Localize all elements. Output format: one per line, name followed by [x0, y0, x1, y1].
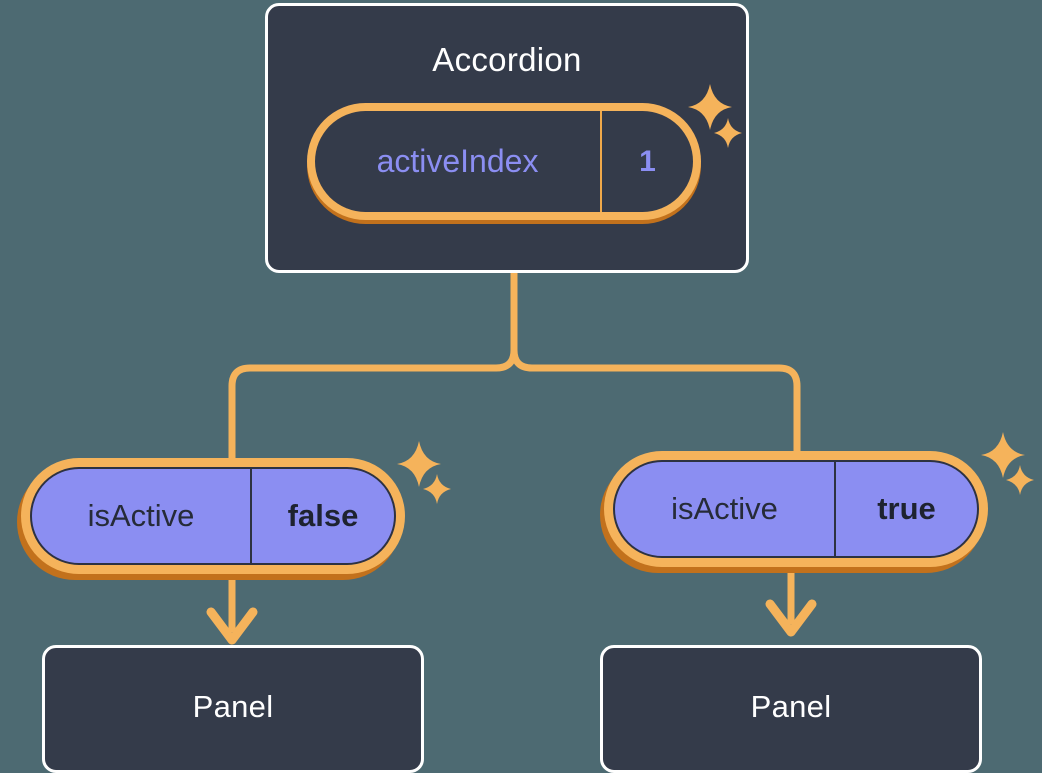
- sparkle-small-icon: [714, 118, 742, 148]
- arrow-down-head-icon: [206, 607, 258, 645]
- state-key: activeIndex: [376, 143, 539, 179]
- state-key: isActive: [671, 491, 778, 526]
- sparkle-icon: [981, 432, 1025, 478]
- component-node-panel-left[interactable]: Panel: [42, 645, 424, 773]
- sparkle-small-icon: [423, 474, 451, 504]
- sparkle-icon: [397, 441, 441, 487]
- component-title: Panel: [192, 689, 274, 724]
- pill-body: activeIndex 1: [315, 111, 693, 212]
- pill-body: isActive true: [613, 460, 979, 558]
- state-value: 1: [600, 111, 693, 212]
- state-value: true: [834, 462, 977, 556]
- pill-body: isActive false: [30, 467, 396, 565]
- arrow-down-head-icon: [765, 599, 817, 637]
- sparkle-small-icon: [1006, 465, 1034, 495]
- state-value: false: [250, 469, 394, 563]
- tree-connector: [228, 269, 518, 472]
- component-node-panel-right[interactable]: Panel: [600, 645, 982, 773]
- component-title: Panel: [750, 689, 832, 724]
- state-key: isActive: [87, 498, 195, 533]
- sparkle-icon: [688, 84, 732, 130]
- component-title: Accordion: [432, 41, 582, 78]
